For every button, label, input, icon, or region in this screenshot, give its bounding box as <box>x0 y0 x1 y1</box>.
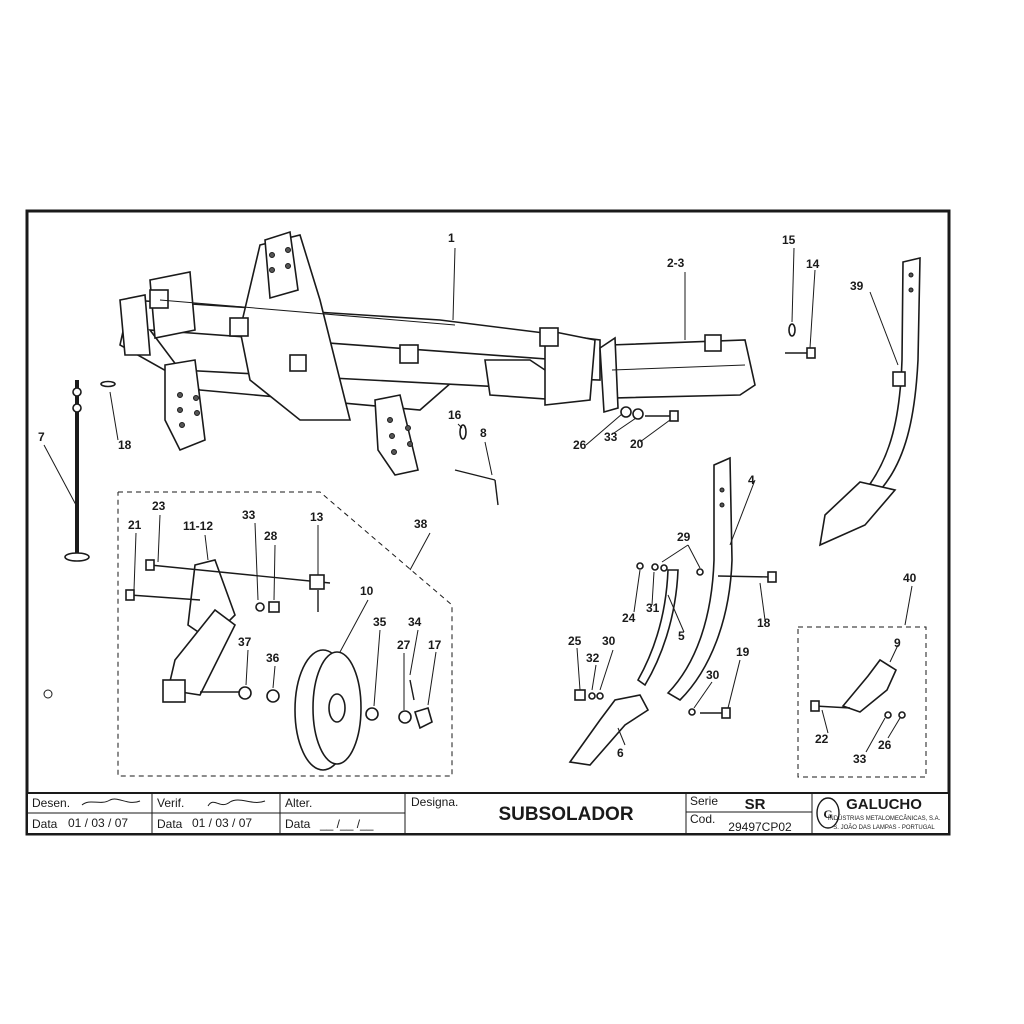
label-part-1: 1 <box>448 231 455 245</box>
label-part-7: 7 <box>38 430 45 444</box>
depth-wheel-arm <box>162 559 280 703</box>
part-labels: 1 2-3 15 14 39 7 18 16 8 26 33 20 4 29 2… <box>38 231 917 766</box>
label-part-37: 37 <box>238 635 252 649</box>
label-part-28: 28 <box>264 529 278 543</box>
label-part-33-coulter: 33 <box>853 752 867 766</box>
title-block: Desen. Data 01 / 03 / 07 Verif. Data 01 … <box>26 792 950 835</box>
label-part-17: 17 <box>428 638 442 652</box>
detail-group-40-outline <box>797 626 927 778</box>
desen-date-label: Data <box>32 817 58 831</box>
alter-date: __ /__ /__ <box>319 817 374 831</box>
label-part-2-3: 2-3 <box>667 256 685 270</box>
label-part-27: 27 <box>397 638 411 652</box>
label-part-33-beam: 33 <box>604 430 618 444</box>
label-part-31: 31 <box>646 601 660 615</box>
label-part-26-beam: 26 <box>573 438 587 452</box>
label-part-23: 23 <box>152 499 166 513</box>
label-part-14: 14 <box>806 257 820 271</box>
verif-signature <box>207 799 266 807</box>
verif-date-label: Data <box>157 817 183 831</box>
desen-date: 01 / 03 / 07 <box>68 816 128 830</box>
company-logo: G <box>816 797 840 829</box>
label-part-21: 21 <box>128 518 142 532</box>
label-part-13: 13 <box>310 510 324 524</box>
label-part-10: 10 <box>360 584 374 598</box>
label-part-32: 32 <box>586 651 600 665</box>
desen-label: Desen. <box>32 796 70 810</box>
label-part-36: 36 <box>266 651 280 665</box>
label-part-15: 15 <box>782 233 796 247</box>
tine-4 <box>666 456 733 702</box>
label-part-34: 34 <box>408 615 422 629</box>
serie-value: SR <box>745 796 766 813</box>
label-part-16: 16 <box>448 408 462 422</box>
verif-date: 01 / 03 / 07 <box>192 816 252 830</box>
label-part-30-point: 30 <box>602 634 616 648</box>
label-part-9: 9 <box>894 636 901 650</box>
pin-8 <box>454 424 499 506</box>
label-part-29: 29 <box>677 530 691 544</box>
label-part-5: 5 <box>678 629 685 643</box>
bolt-set-18 <box>636 562 777 583</box>
label-part-18-tine: 18 <box>757 616 771 630</box>
label-part-11-12: 11-12 <box>183 519 213 533</box>
point-6 <box>568 694 650 766</box>
label-part-38: 38 <box>414 517 428 531</box>
label-part-8: 8 <box>480 426 487 440</box>
alter-date-label: Data <box>285 817 311 831</box>
label-part-25: 25 <box>568 634 582 648</box>
label-part-26-coulter: 26 <box>878 738 892 752</box>
depth-wheel-group-outline <box>117 491 453 777</box>
label-part-18-stand: 18 <box>118 438 132 452</box>
coulter-9 <box>810 658 906 719</box>
bolt-19 <box>688 707 731 719</box>
company-name: GALUCHO <box>846 796 922 813</box>
label-part-30-bolt: 30 <box>706 668 720 682</box>
verif-label: Verif. <box>157 796 184 810</box>
designa-label: Designa. <box>411 795 458 809</box>
registration-mark <box>43 689 53 699</box>
label-part-19: 19 <box>736 645 750 659</box>
alter-label: Alter. <box>285 796 312 810</box>
label-part-22: 22 <box>815 732 829 746</box>
cod-label: Cod. <box>690 812 715 826</box>
nut-set-25 <box>574 689 604 701</box>
label-part-33-wheel: 33 <box>242 508 256 522</box>
desen-signature <box>81 798 141 806</box>
parking-stand <box>64 380 116 562</box>
label-part-35: 35 <box>373 615 387 629</box>
svg-text:G: G <box>823 807 832 821</box>
shin-5 <box>636 569 679 687</box>
label-part-39: 39 <box>850 279 864 293</box>
label-part-20: 20 <box>630 437 644 451</box>
washer-set-20 <box>620 406 679 422</box>
cod-value: 29497CP02 <box>728 820 792 834</box>
tine-39 <box>818 256 921 547</box>
tool-beam <box>599 334 756 414</box>
serie-label: Serie <box>690 794 718 808</box>
label-part-4: 4 <box>748 473 755 487</box>
depth-wheel-bolts <box>125 559 331 613</box>
company-location: S. JOÃO DAS LAMPAS - PORTUGAL <box>833 824 935 831</box>
label-part-6: 6 <box>617 746 624 760</box>
depth-wheel <box>294 649 433 771</box>
main-frame <box>119 230 601 476</box>
label-part-24: 24 <box>622 611 636 625</box>
bolt-14 <box>785 323 816 359</box>
drawing-title: SUBSOLADOR <box>498 804 633 825</box>
company-subtitle: INDÚSTRIAS METALOMECÂNICAS, S.A. <box>828 815 941 822</box>
leader-lines <box>43 247 913 753</box>
label-part-40: 40 <box>903 571 917 585</box>
